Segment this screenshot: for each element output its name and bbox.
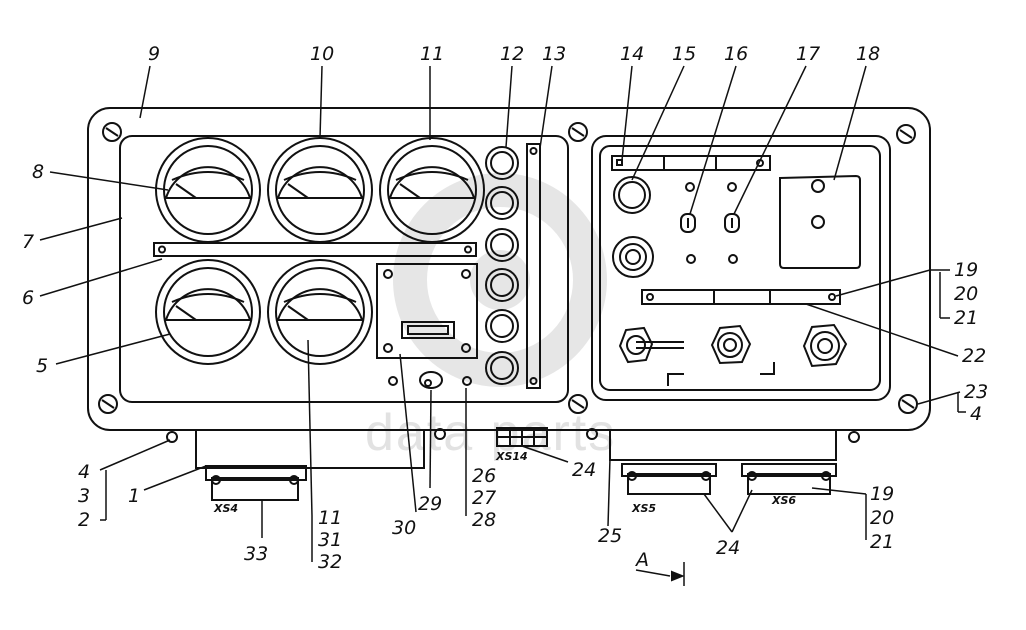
cover-plate-18 [779, 174, 861, 269]
connector-right [802, 323, 848, 368]
connector-label-xs4: XS4 [213, 502, 238, 515]
middle-nameplate [641, 289, 841, 305]
label-17: 17 [796, 43, 820, 65]
gauge-bottom-middle [267, 259, 373, 365]
gauge-top-middle [267, 137, 373, 243]
gauge-bottom-left [155, 259, 261, 365]
connector-switch-left [618, 326, 684, 364]
label-19-right: 19 [954, 259, 978, 281]
switch-29 [388, 371, 472, 389]
label-15: 15 [672, 43, 696, 65]
gauge-top-left [155, 137, 261, 243]
label-22: 22 [962, 345, 986, 367]
left-inner-panel [119, 135, 569, 403]
label-5: 5 [36, 355, 48, 377]
indicator-lamp-15 [613, 176, 651, 214]
label-6: 6 [22, 287, 34, 309]
label-13: 13 [542, 43, 566, 65]
label-21-right: 21 [954, 307, 978, 329]
toggle-switches [680, 182, 740, 264]
connector-label-xs6: XS6 [771, 494, 796, 507]
counter-panel [376, 263, 478, 359]
label-11-bottom: 11 [318, 507, 342, 529]
label-24-top: 24 [572, 459, 596, 481]
label-4-right: 4 [970, 403, 982, 425]
connector-label-xs5: XS5 [631, 502, 656, 515]
leader-lines [39, 65, 966, 586]
label-28: 28 [472, 509, 496, 531]
label-33: 33 [244, 543, 268, 565]
label-8: 8 [32, 161, 44, 183]
label-19-bottom: 19 [870, 483, 894, 505]
label-2: 2 [78, 509, 90, 531]
view-marker-label: A [634, 549, 649, 571]
bracket-marks [667, 362, 775, 386]
signal-lamps [485, 146, 519, 385]
socket-left [612, 236, 654, 278]
label-10: 10 [310, 43, 334, 65]
label-30: 30 [392, 517, 416, 539]
label-9: 9 [148, 43, 160, 65]
label-18: 18 [856, 43, 880, 65]
label-20-right: 20 [954, 283, 978, 305]
right-inner-panel [591, 135, 891, 401]
label-16: 16 [724, 43, 748, 65]
gauge-top-right [379, 137, 485, 243]
label-25: 25 [598, 525, 622, 547]
label-26: 26 [472, 465, 496, 487]
label-11-top: 11 [420, 43, 444, 65]
connector-middle [710, 324, 752, 365]
label-strip [153, 242, 477, 257]
part-labels: 9 10 11 12 13 14 15 16 17 18 8 7 6 5 19 … [22, 43, 988, 573]
housing-screws [98, 122, 918, 414]
label-23: 23 [964, 381, 988, 403]
label-29: 29 [418, 493, 442, 515]
label-4-left: 4 [78, 461, 90, 483]
label-31: 31 [318, 529, 342, 551]
top-nameplate [611, 155, 771, 171]
label-21-bottom: 21 [870, 531, 894, 553]
label-1: 1 [128, 485, 140, 507]
label-7: 7 [22, 231, 34, 253]
label-20-bottom: 20 [870, 507, 894, 529]
lamp-bar [526, 143, 541, 389]
label-14: 14 [620, 43, 644, 65]
right-inner-panel-frame [599, 145, 881, 391]
connector-label-xs14: XS14 [495, 450, 528, 463]
watermark-logo [393, 173, 607, 387]
label-24-bottom: 24 [716, 537, 740, 559]
label-12: 12 [500, 43, 524, 65]
view-arrow [671, 570, 685, 582]
label-27: 27 [472, 487, 496, 509]
label-32: 32 [318, 551, 342, 573]
label-3: 3 [78, 485, 90, 507]
